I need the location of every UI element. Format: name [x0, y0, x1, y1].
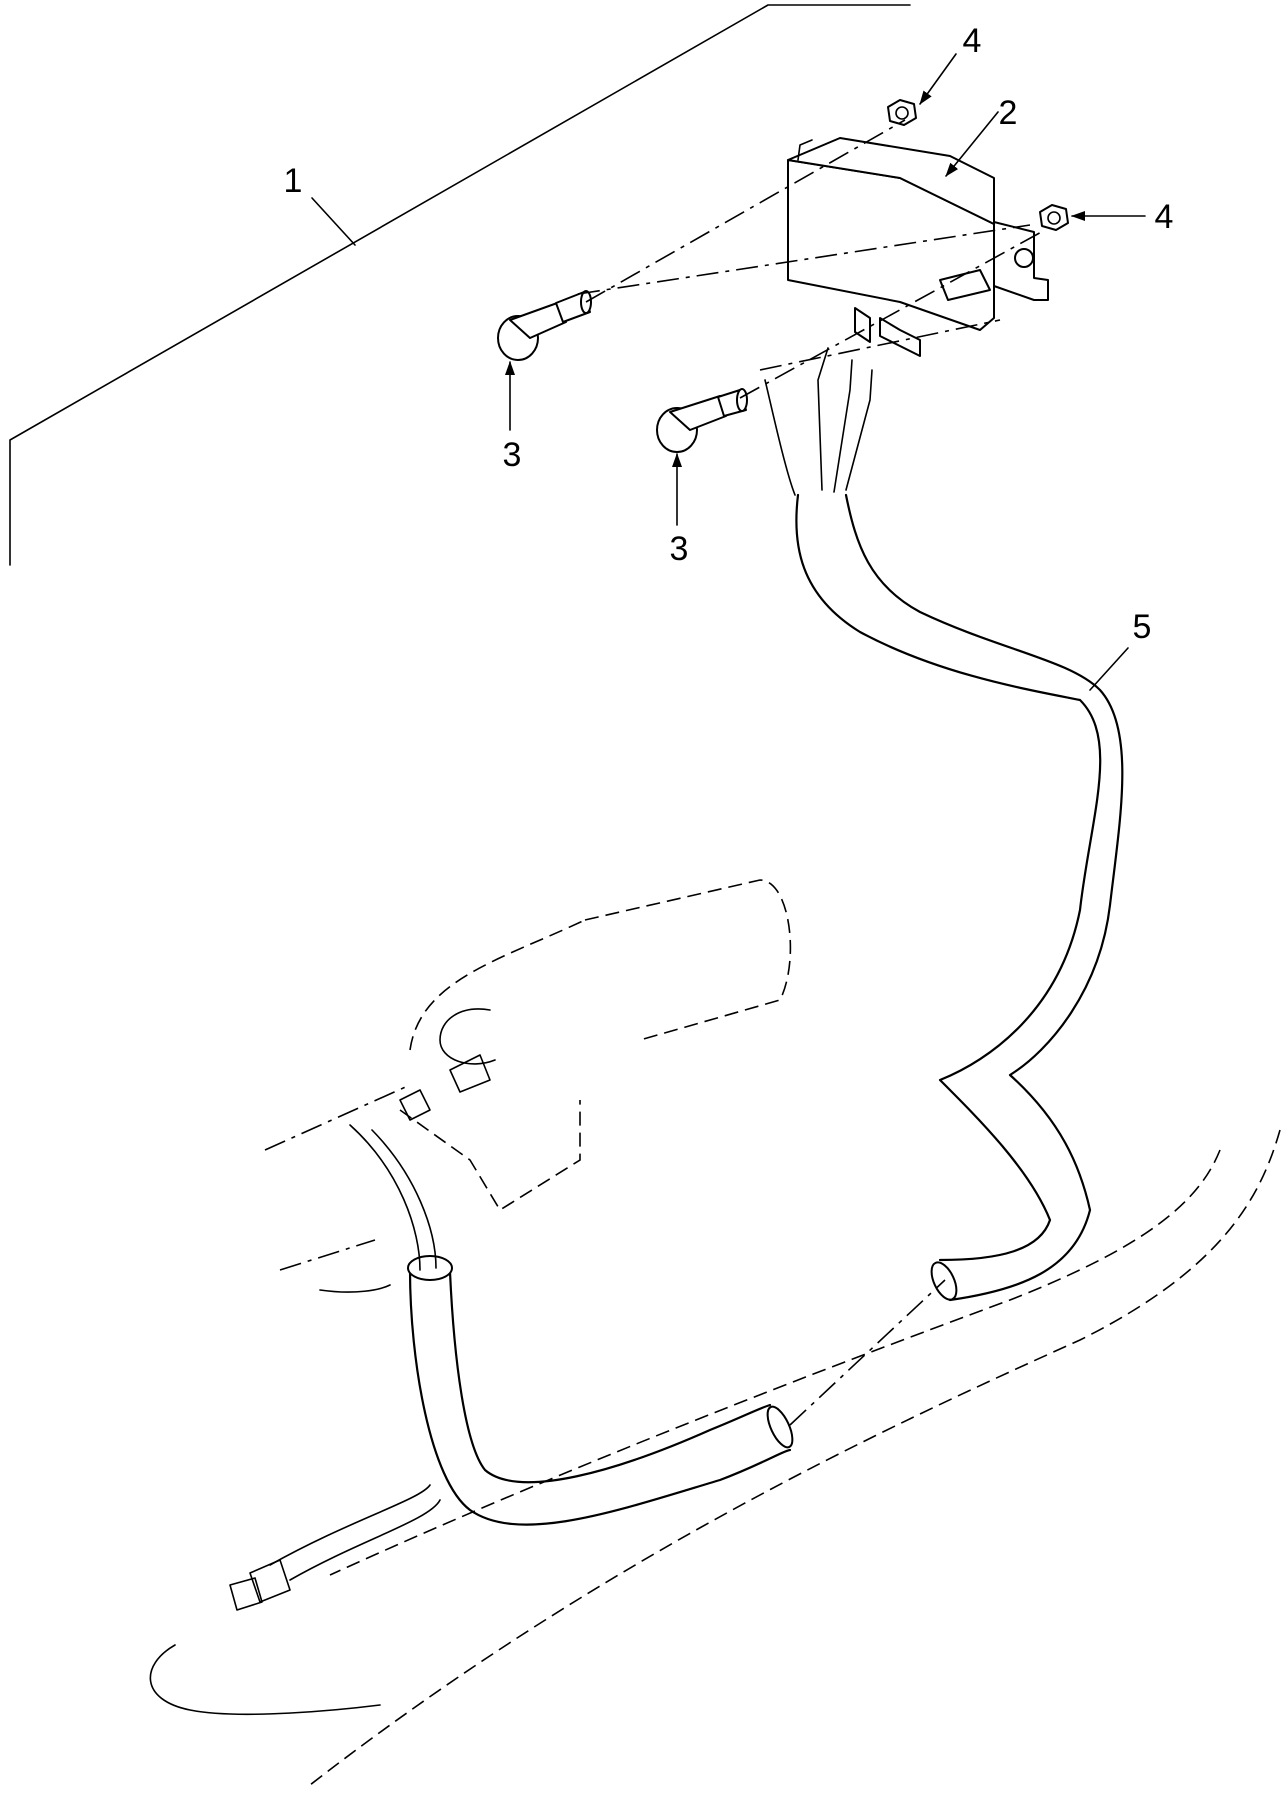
callout-labels: 1 2 3 3 4 4 5	[284, 22, 1174, 646]
bolt-upper	[497, 290, 592, 361]
callout-part-3a: 3	[503, 436, 522, 474]
center-lines	[264, 119, 1046, 1426]
engine-starter-phantom	[399, 879, 792, 1212]
panel-outline	[9, 4, 911, 566]
leader-lines	[311, 53, 1146, 691]
relay	[787, 137, 1049, 357]
bolt-lower	[656, 388, 748, 453]
callout-part-4b: 4	[1155, 198, 1174, 236]
nut-upper	[887, 99, 917, 126]
callout-part-3b: 3	[670, 530, 689, 568]
wiring-harness	[149, 347, 1124, 1716]
callout-part-5: 5	[1133, 608, 1152, 646]
callout-part-4a: 4	[963, 22, 982, 60]
callout-part-1: 1	[284, 162, 303, 200]
frame-phantom	[309, 1129, 1281, 1786]
nut-right	[1039, 204, 1069, 231]
callout-part-2: 2	[999, 94, 1018, 132]
